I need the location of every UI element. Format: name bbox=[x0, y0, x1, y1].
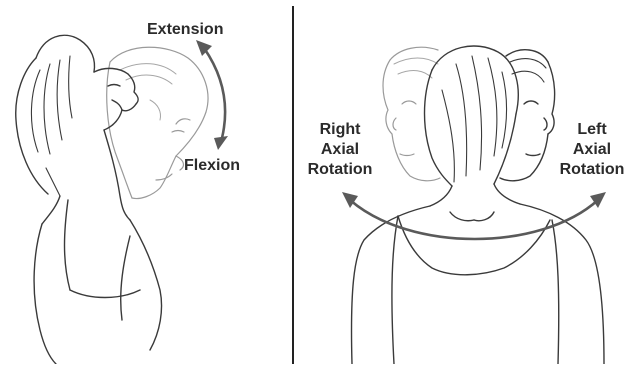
extended-head bbox=[16, 35, 138, 220]
center-head-back bbox=[425, 46, 519, 186]
axial-rotation-panel bbox=[342, 46, 606, 364]
left-label-line-3: Rotation bbox=[552, 160, 632, 180]
right-label-line-2: Axial bbox=[300, 140, 380, 160]
left-axial-rotation-label: Left Axial Rotation bbox=[552, 120, 632, 180]
torso-side bbox=[34, 196, 161, 364]
left-rotated-head-ghost bbox=[500, 50, 555, 181]
flexion-label: Flexion bbox=[184, 156, 240, 176]
right-axial-rotation-label: Right Axial Rotation bbox=[300, 120, 380, 180]
right-label-line-1: Right bbox=[300, 120, 380, 140]
right-label-line-3: Rotation bbox=[300, 160, 380, 180]
right-rotated-head-ghost bbox=[383, 47, 440, 181]
torso-front bbox=[352, 184, 605, 364]
extension-arrowhead bbox=[196, 40, 212, 56]
left-label-line-2: Axial bbox=[552, 140, 632, 160]
left-label-line-1: Left bbox=[552, 120, 632, 140]
extension-label: Extension bbox=[147, 20, 223, 40]
flexion-extension-panel bbox=[16, 35, 228, 364]
flexion-arrowhead bbox=[214, 136, 228, 150]
